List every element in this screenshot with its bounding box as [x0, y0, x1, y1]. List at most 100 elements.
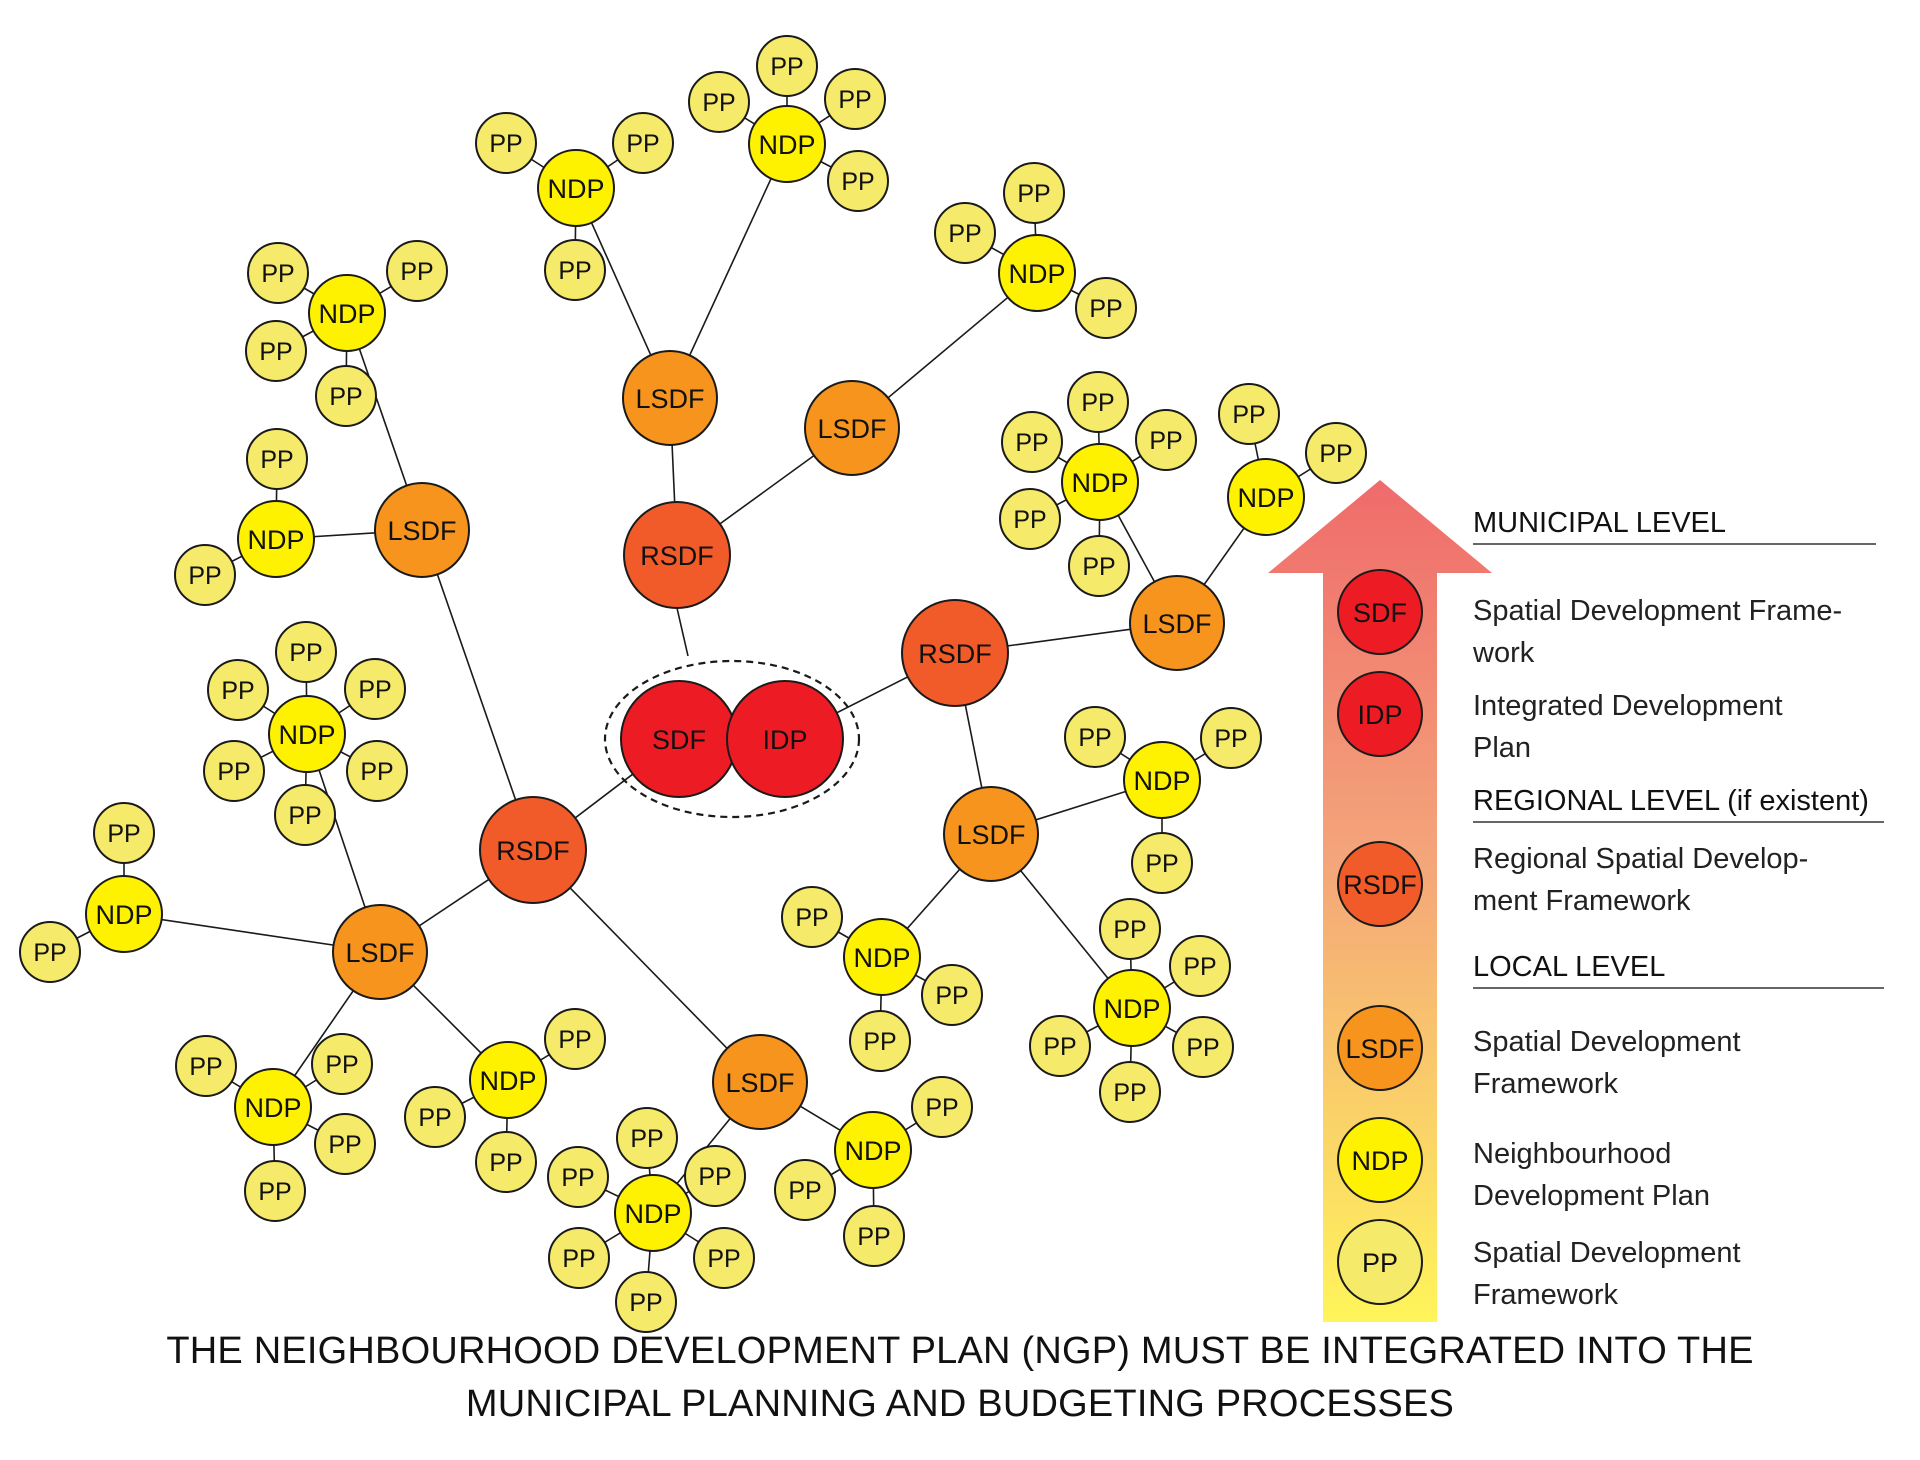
pp-label: PP	[1183, 953, 1216, 981]
pp-node	[1172, 1016, 1234, 1078]
pp-label: PP	[629, 1289, 662, 1317]
rsdf-label: RSDF	[496, 836, 570, 866]
pp-label: PP	[259, 338, 292, 366]
pp-node	[843, 1205, 905, 1267]
legend-sdf-swatch	[1337, 569, 1423, 655]
pp-label: PP	[260, 446, 293, 474]
ndp-label: NDP	[1008, 259, 1065, 289]
pp-node	[404, 1086, 466, 1148]
pp-node	[612, 112, 674, 174]
lsdf-label: LSDF	[345, 938, 414, 968]
pp-label: PP	[707, 1245, 740, 1273]
ndp-label: NDP	[244, 1093, 301, 1123]
pp-node	[1135, 409, 1197, 471]
legend-ndp-swatch	[1337, 1117, 1423, 1203]
pp-node	[1099, 898, 1161, 960]
pp-node	[207, 659, 269, 721]
pp-label: PP	[770, 53, 803, 81]
lsdf-node	[332, 904, 428, 1000]
legend-pp-swatch	[1337, 1219, 1423, 1305]
pp-node	[314, 1113, 376, 1175]
pp-label: PP	[838, 86, 871, 114]
ndp-label: NDP	[547, 174, 604, 204]
pp-label: PP	[33, 939, 66, 967]
pp-label: PP	[329, 383, 362, 411]
pp-node	[93, 802, 155, 864]
pp-label: PP	[1113, 916, 1146, 944]
ndp-label: NDP	[278, 720, 335, 750]
pp-node	[921, 964, 983, 1026]
pp-label: PP	[1017, 180, 1050, 208]
ndp-node	[234, 1068, 312, 1146]
pp-node	[346, 740, 408, 802]
pp-node	[1200, 707, 1262, 769]
ndp-label: NDP	[318, 299, 375, 329]
pp-label: PP	[841, 168, 874, 196]
pp-node	[615, 1271, 677, 1333]
lsdf-label: LSDF	[387, 516, 456, 546]
lsdf-node	[374, 482, 470, 578]
ndp-label: NDP	[95, 900, 152, 930]
pp-node	[544, 239, 606, 301]
legend-pp-desc-line-2: Framework	[1473, 1279, 1619, 1311]
rsdf-label: RSDF	[918, 639, 992, 669]
ndp-label: NDP	[1133, 766, 1190, 796]
pp-label: PP	[1082, 553, 1115, 581]
pp-label: PP	[626, 130, 659, 158]
pp-label: PP	[1015, 429, 1048, 457]
ndp-label: NDP	[1103, 994, 1160, 1024]
rsdf-node	[901, 599, 1009, 707]
legend-lsdf-desc-line-2: Framework	[1473, 1068, 1619, 1100]
ndp-node	[537, 149, 615, 227]
pp-node	[1218, 383, 1280, 445]
ndp-label: NDP	[853, 943, 910, 973]
pp-node	[1099, 1061, 1161, 1123]
pp-node	[246, 428, 308, 490]
legend-lsdf-swatch	[1337, 1005, 1423, 1091]
pp-node	[1169, 935, 1231, 997]
legend-local-heading: LOCAL LEVEL	[1473, 951, 1665, 983]
ndp-node	[1061, 443, 1139, 521]
pp-label: PP	[558, 257, 591, 285]
pp-label: PP	[188, 562, 221, 590]
pp-label: PP	[1113, 1079, 1146, 1107]
pp-label: PP	[698, 1163, 731, 1191]
ndp-label: NDP	[1071, 468, 1128, 498]
pp-label: PP	[325, 1051, 358, 1079]
pp-node	[174, 544, 236, 606]
pp-label: PP	[948, 220, 981, 248]
pp-label: PP	[289, 639, 322, 667]
pp-node	[548, 1227, 610, 1289]
pp-label: PP	[400, 258, 433, 286]
ndp-label: NDP	[844, 1136, 901, 1166]
lsdf-node	[804, 380, 900, 476]
pp-node	[781, 886, 843, 948]
pp-node	[1064, 706, 1126, 768]
connector-line	[676, 607, 689, 657]
pp-label: PP	[261, 260, 294, 288]
sdf-label: SDF	[652, 725, 706, 755]
pp-label: PP	[489, 130, 522, 158]
lsdf-label: LSDF	[635, 384, 704, 414]
ndp-node	[469, 1041, 547, 1119]
rsdf-label: RSDF	[640, 541, 714, 571]
legend-rsdf-swatch	[1337, 841, 1423, 927]
pp-node	[203, 740, 265, 802]
pp-label: PP	[1232, 401, 1265, 429]
rsdf-node	[479, 796, 587, 904]
connector-line	[421, 529, 534, 851]
pp-node	[693, 1227, 755, 1289]
pp-label: PP	[1319, 440, 1352, 468]
lsdf-node	[943, 786, 1039, 882]
pp-node	[684, 1145, 746, 1207]
pp-node	[475, 1131, 537, 1193]
pp-label: PP	[221, 677, 254, 705]
pp-label: PP	[935, 982, 968, 1010]
pp-node	[311, 1033, 373, 1095]
pp-node	[934, 202, 996, 264]
legend-sdf-desc-line-1: Spatial Development Frame-	[1473, 595, 1842, 627]
pp-node	[1067, 371, 1129, 433]
pp-label: PP	[288, 802, 321, 830]
ndp-node	[748, 105, 826, 183]
